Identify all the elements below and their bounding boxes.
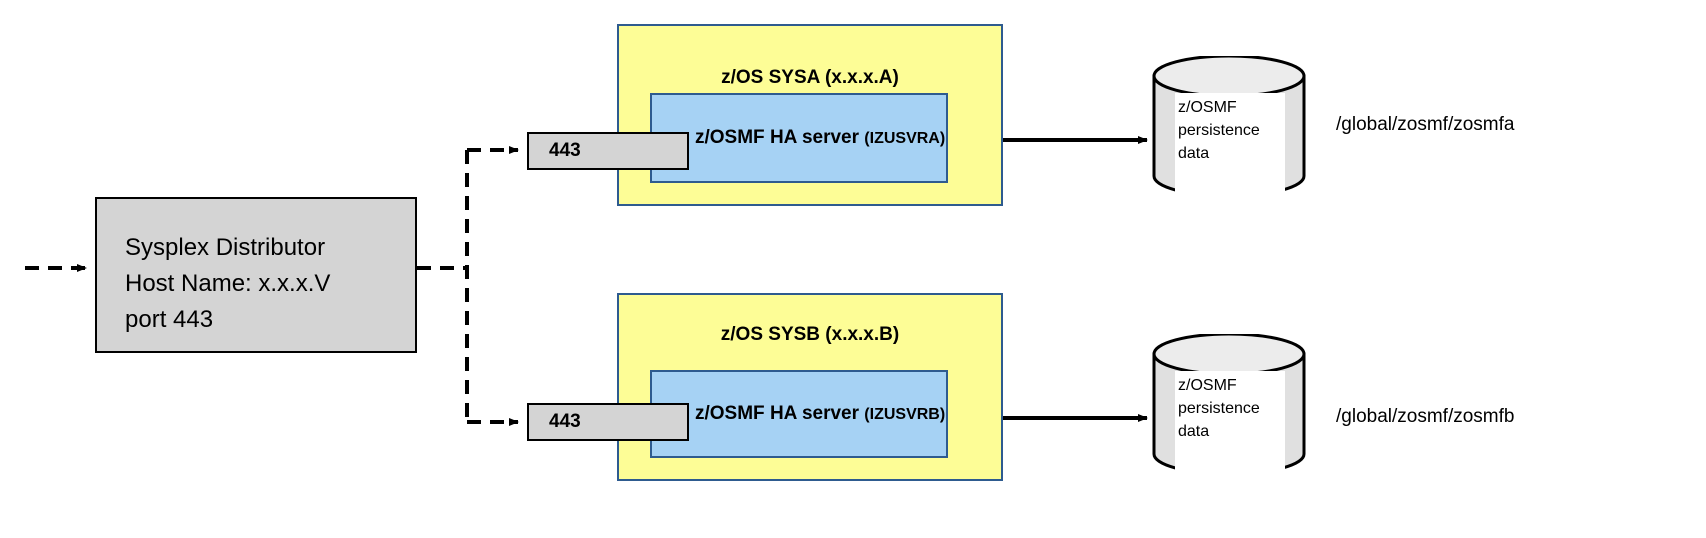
sysplex-host-name: Host Name: x.x.x.V	[125, 270, 331, 297]
persistence-storage-sysa-text: z/OSMF persistence data	[1178, 96, 1281, 165]
zos-system-sysb-title: z/OS SYSB (x.x.x.B)	[720, 324, 900, 345]
storage-sysb-line2: persistence	[1178, 400, 1260, 417]
zosmf-ha-server-sysb-name: z/OSMF HA server	[695, 403, 865, 424]
mount-path-sysa: /global/zosmf/zosmfa	[1336, 114, 1515, 135]
storage-sysb-line1: z/OSMF	[1178, 377, 1237, 394]
storage-sysa-line1: z/OSMF	[1178, 99, 1237, 116]
persistence-storage-sysb-text: z/OSMF persistence data	[1178, 374, 1281, 443]
mount-path-sysb: /global/zosmf/zosmfb	[1336, 406, 1515, 427]
cylinder-icon	[1152, 334, 1306, 474]
zosmf-ha-server-sysa-label: z/OSMF HA server (IZUSVRA)	[695, 127, 945, 149]
zos-system-sysa-title: z/OS SYSA (x.x.x.A)	[721, 67, 899, 88]
storage-sysa-line3: data	[1178, 145, 1210, 162]
zosmf-ha-server-sysa-suffix: (IZUSVRA)	[864, 130, 946, 147]
zosmf-ha-server-sysb-label: z/OSMF HA server (IZUSVRB)	[695, 403, 945, 425]
port-box-sysa: 443	[527, 132, 689, 170]
port-box-sysa-label: 443	[549, 140, 581, 161]
zosmf-ha-server-sysb-suffix: (IZUSVRB)	[864, 406, 946, 423]
storage-sysa-line2: persistence	[1178, 122, 1260, 139]
sysplex-distributor-box: Sysplex Distributor Host Name: x.x.x.V p…	[95, 197, 417, 353]
cylinder-icon	[1152, 56, 1306, 196]
port-box-sysb: 443	[527, 403, 689, 441]
sysplex-distributor-details: Sysplex Distributor Host Name: x.x.x.V p…	[125, 230, 330, 338]
sysplex-distributor-name: Sysplex Distributor	[125, 234, 326, 261]
persistence-storage-sysb: z/OSMF persistence data	[1151, 334, 1307, 474]
persistence-storage-sysa: z/OSMF persistence data	[1151, 56, 1307, 196]
zosmf-ha-server-sysa: z/OSMF HA server (IZUSVRA)	[650, 93, 948, 183]
zosmf-ha-server-sysa-name: z/OSMF HA server	[695, 127, 865, 148]
storage-sysb-line3: data	[1178, 423, 1210, 440]
distribution-branch-lines	[417, 146, 519, 426]
port-box-sysb-label: 443	[549, 411, 581, 432]
sysplex-port: port 443	[125, 306, 214, 333]
zosmf-ha-server-sysb: z/OSMF HA server (IZUSVRB)	[650, 370, 948, 458]
